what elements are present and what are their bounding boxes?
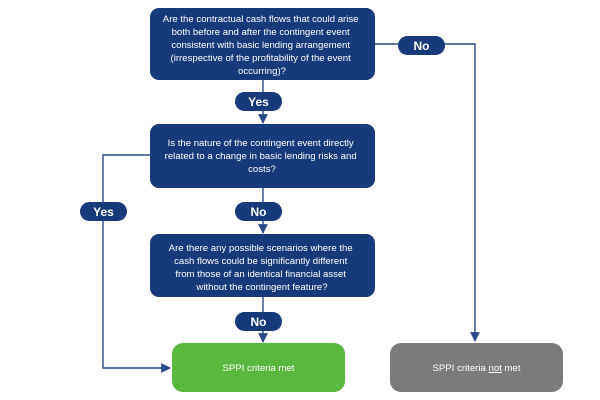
svg-text:No: No (251, 205, 267, 219)
question-box-2: Is the nature of the contingent event di… (150, 124, 375, 188)
svg-text:No: No (414, 39, 430, 53)
result-box-met: SPPI criteria met (172, 343, 345, 392)
connector-q1-no-to-not-met (375, 43, 480, 342)
svg-text:No: No (251, 315, 267, 329)
question-1-text: Are the contractual cash flows that coul… (163, 14, 361, 77)
question-3-text: Are there any possible scenarios where t… (169, 243, 356, 293)
connector-q2-yes-to-met (102, 154, 171, 373)
svg-text:SPPI criteria not met: SPPI criteria not met (433, 363, 521, 374)
connectors (102, 43, 480, 373)
answer-pill-q3-no: No (235, 312, 282, 331)
svg-text:Yes: Yes (93, 205, 114, 219)
svg-text:SPPI criteria met: SPPI criteria met (223, 363, 295, 374)
answer-pill-q1-no: No (398, 36, 445, 55)
svg-text:Yes: Yes (248, 95, 269, 109)
result-box-not-met: SPPI criteria not met (390, 343, 563, 392)
answer-pill-q2-no: No (235, 202, 282, 221)
answer-pill-q1-yes: Yes (235, 92, 282, 111)
answer-pill-q2-yes: Yes (80, 202, 127, 221)
question-2-text: Is the nature of the contingent event di… (165, 138, 360, 175)
question-box-3: Are there any possible scenarios where t… (150, 234, 375, 297)
question-box-1: Are the contractual cash flows that coul… (150, 8, 375, 80)
